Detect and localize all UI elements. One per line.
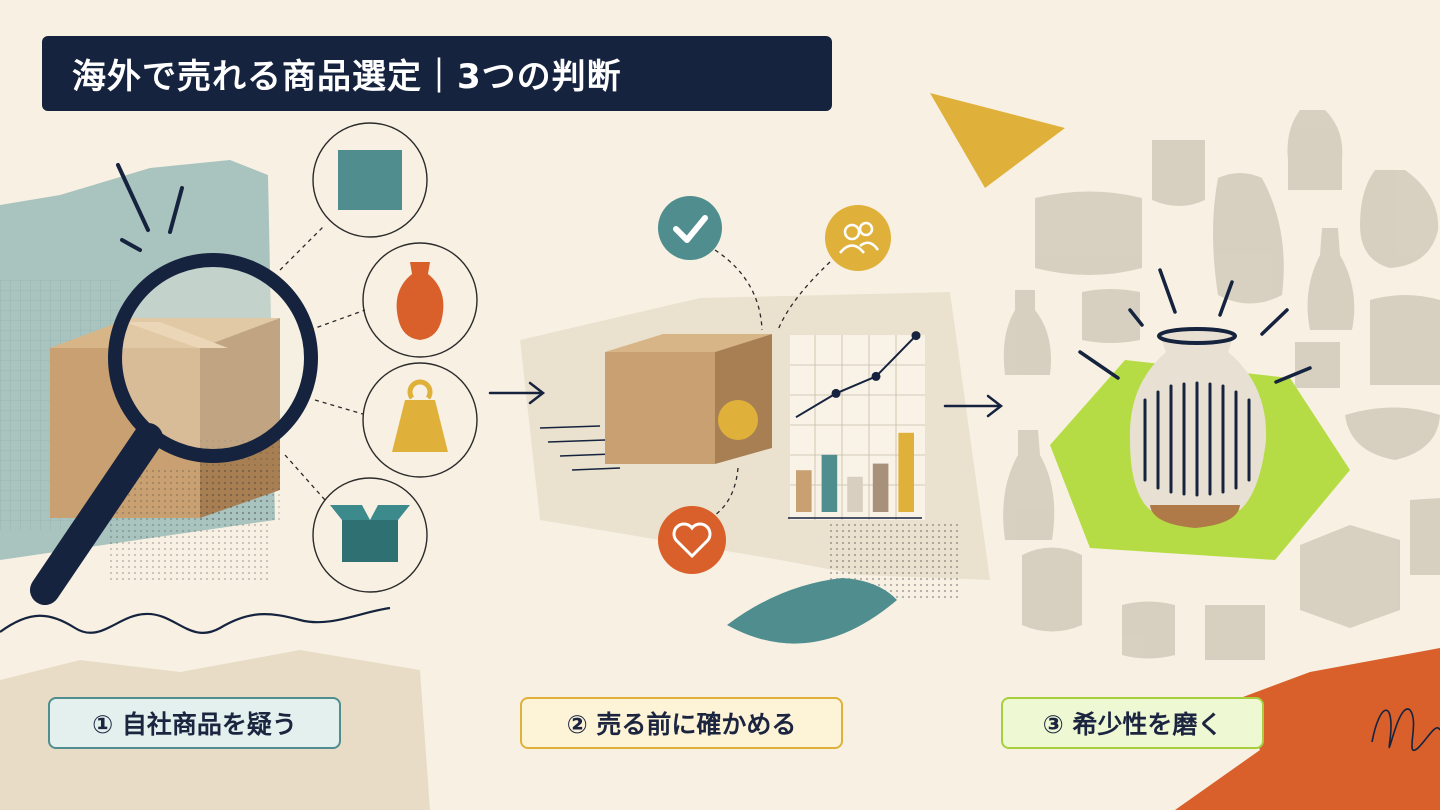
teal-half-circle [727,578,897,644]
chart-panel [788,331,925,520]
mustard-triangle [930,93,1065,188]
connector-lines-1 [279,224,366,501]
orange-scrap [1175,648,1440,810]
chart-bar-4 [872,463,889,512]
title-bar: 海外で売れる商品選定｜3つの判断 [42,36,832,111]
ghost-pottery [1003,110,1440,660]
dot-pattern-left [110,470,270,580]
step-label-3: ③ 希少性を磨く [1001,697,1264,749]
burst-lines [1078,268,1312,384]
chart-point-1 [831,388,841,398]
page-title: 海外で売れる商品選定｜3つの判断 [72,57,622,97]
chart-bar-5 [898,432,914,512]
chart-trend-line [795,334,917,419]
connector-lines-2 [714,249,831,516]
chart-bar-3 [847,476,863,512]
shipping-box [605,334,772,464]
scribble [1371,708,1440,752]
check-icon [658,196,722,260]
step-label-2: ② 売る前に確かめる [520,697,843,749]
chart-point-2 [871,371,881,381]
people-icon [825,205,891,271]
featured-vase [1129,327,1267,528]
arrow-icon [488,381,546,405]
open-box-icon [312,477,428,593]
weight-icon [362,362,478,478]
heart-icon [658,506,726,574]
arrow-icon [943,394,1004,418]
step-label-1: ① 自社商品を疑う [48,697,341,749]
vase-icon [362,242,478,358]
magnifier-icon [30,163,318,605]
speed-lines [539,425,621,471]
chart-bar-1 [796,470,812,512]
chart-point-3 [911,331,921,341]
chart-bar-2 [821,454,838,512]
wavy-line [0,606,391,634]
fabric-icon [312,122,428,238]
